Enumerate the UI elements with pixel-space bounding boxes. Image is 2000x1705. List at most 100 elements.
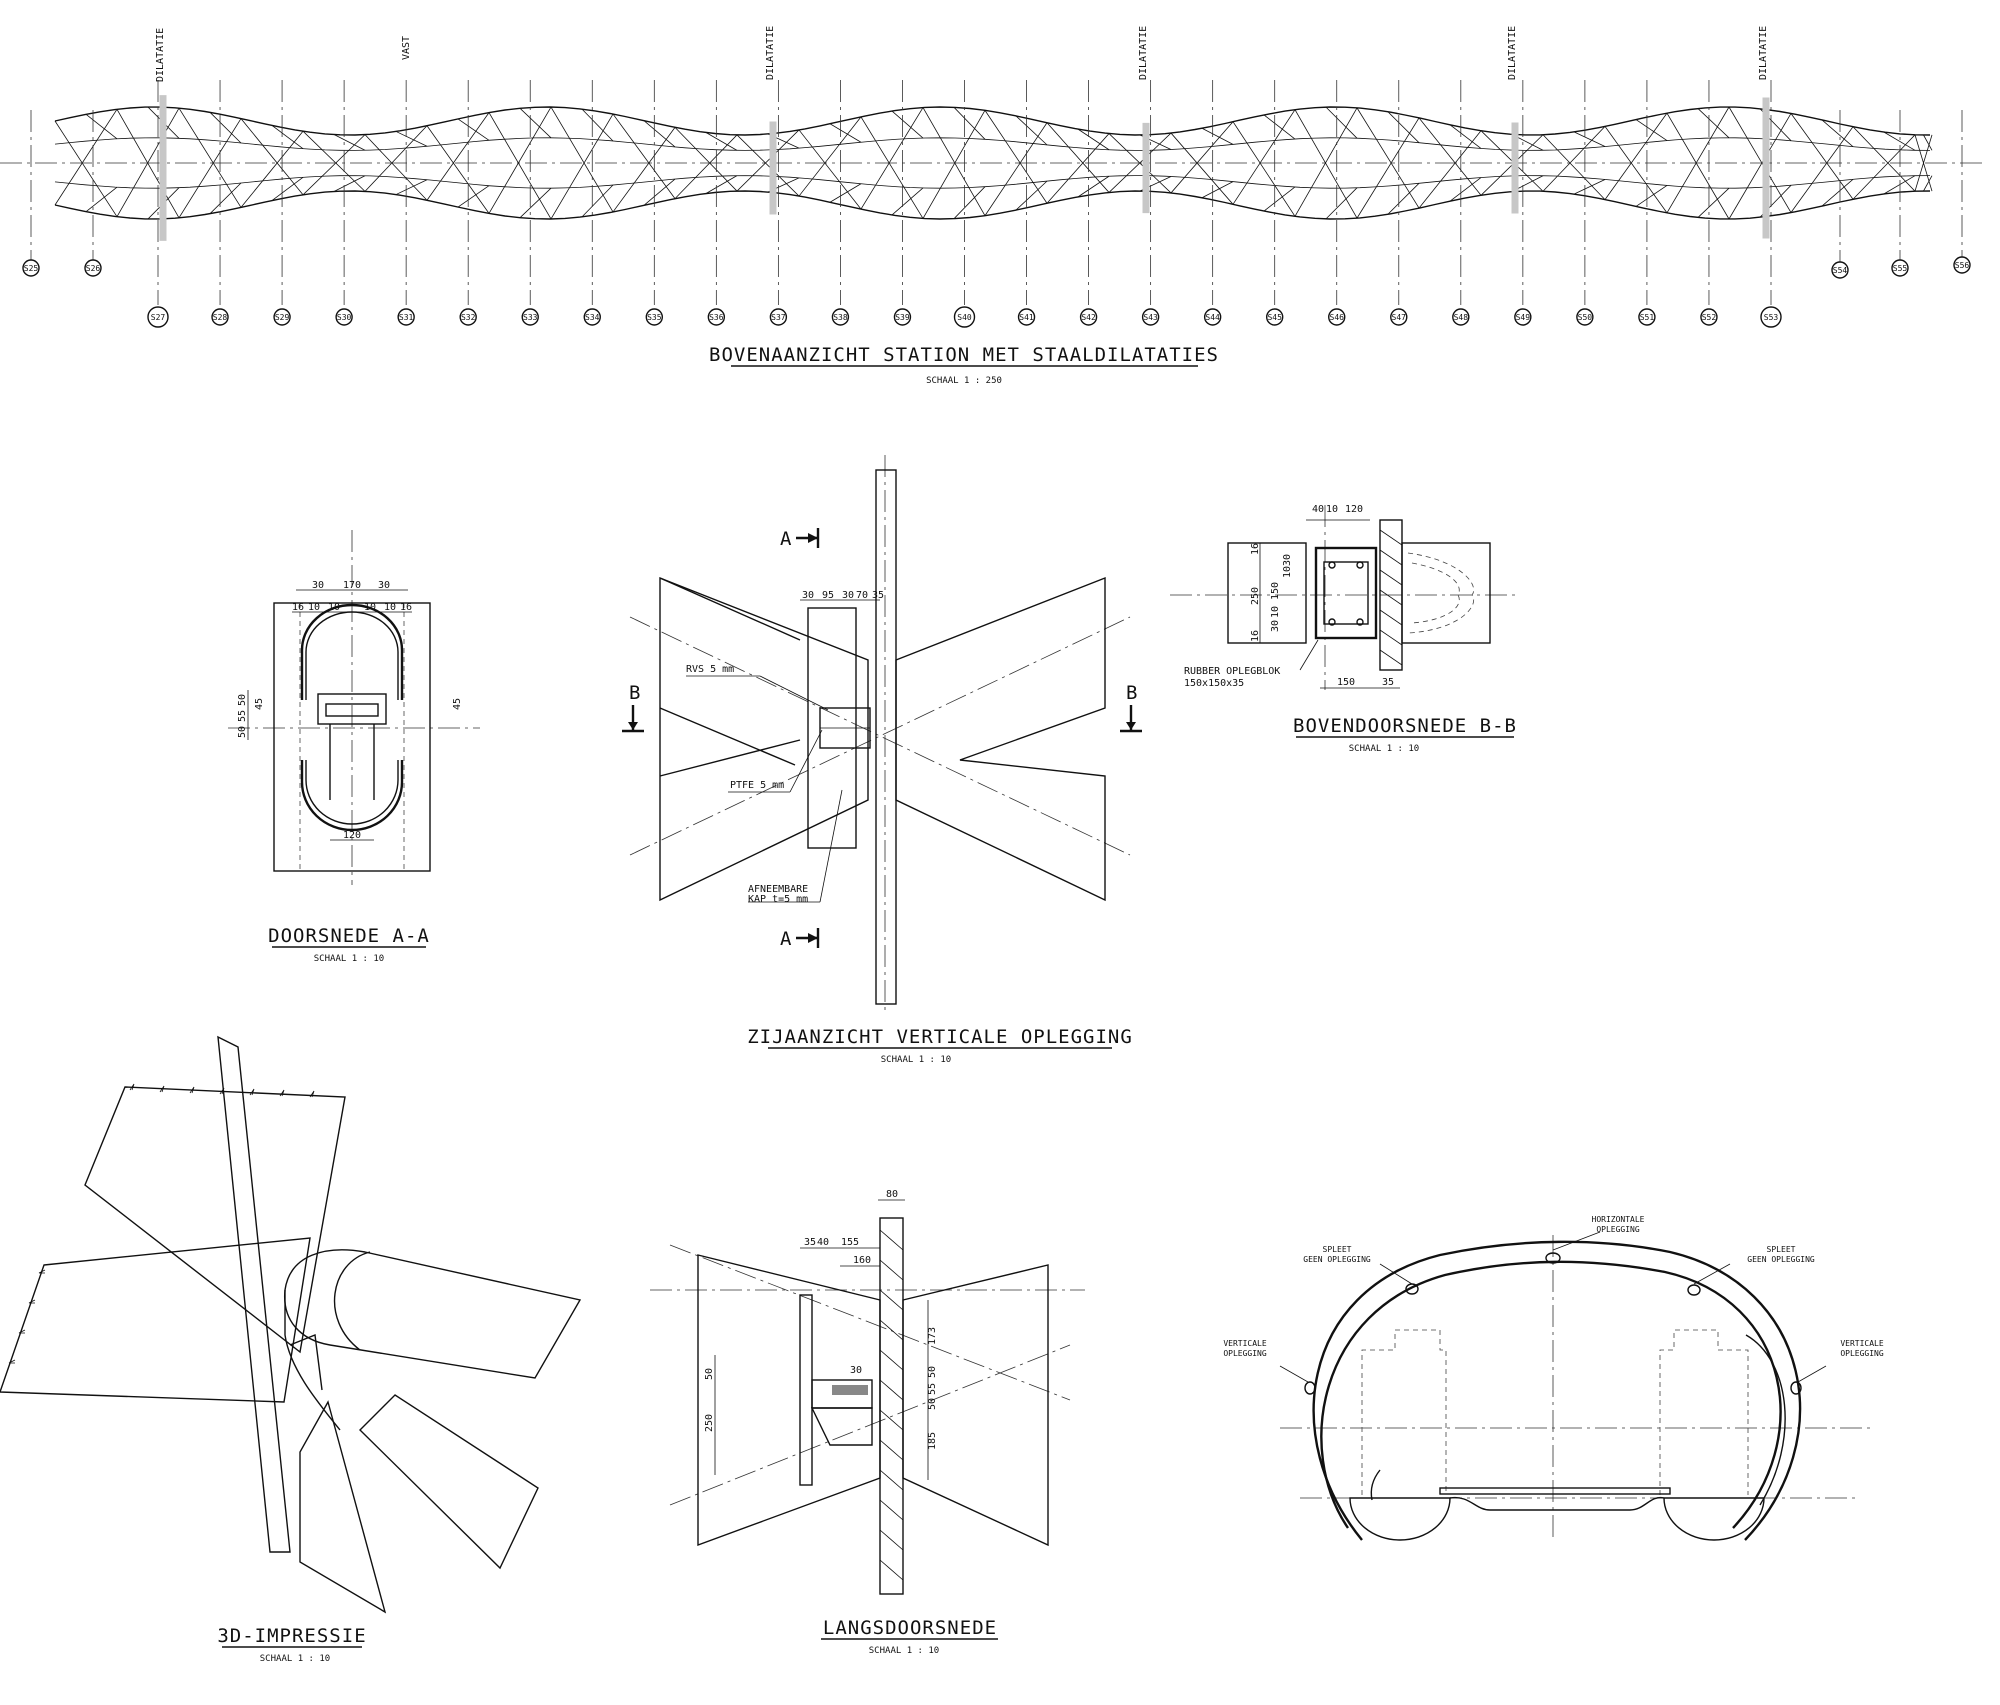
truss-diagonal [1697, 187, 1730, 218]
section-bb: 40 10 120 16 250 150 10 30 16 30 10 150 … [1170, 504, 1520, 754]
grid-bubble [84, 259, 102, 277]
svg-text:35: 35 [1382, 677, 1394, 688]
dilatation-tag: DILATATIE [1507, 26, 1518, 80]
svg-text:16: 16 [1250, 543, 1261, 555]
truss-diagonal [953, 186, 986, 219]
truss-diagonal [1914, 134, 1933, 192]
truss-diagonal [1356, 117, 1420, 219]
truss-diagonal [1170, 132, 1234, 205]
svg-text:250: 250 [704, 1414, 715, 1432]
svg-text:155: 155 [841, 1237, 859, 1248]
truss-diagonal [1201, 127, 1234, 145]
truss-diagonal [519, 187, 552, 218]
svg-text:40: 40 [1312, 504, 1324, 515]
grid-bubble-label: S36 [709, 313, 724, 322]
truss-diagonal [550, 113, 614, 220]
truss-diagonal [178, 118, 242, 219]
truss-diagonal [581, 108, 614, 142]
tunnel-cross-section: HORIZONTALE OPLEGGING SPLEET GEEN OPLEGG… [1223, 1215, 1884, 1541]
plan-scale: SCHAAL 1 : 250 [926, 376, 1002, 386]
label-vertical-left-2: OPLEGGING [1223, 1349, 1267, 1358]
truss-diagonal [1573, 131, 1606, 147]
truss-diagonal [581, 184, 614, 218]
side-view-vertical-column [875, 469, 897, 1005]
svg-text:250: 250 [1250, 587, 1261, 605]
truss-diagonal [953, 107, 986, 140]
truss-diagonal [829, 123, 862, 143]
grid-bubble [521, 308, 539, 326]
truss-diagonal [1015, 180, 1048, 211]
side-view-title: ZIJAANZICHT VERTICALE OPLEGGING [747, 1026, 1133, 1048]
truss-diagonal [1077, 128, 1110, 151]
support-vertical-right [1790, 1381, 1802, 1395]
truss-diagonal [798, 129, 862, 210]
grid-bubble-label: S30 [337, 313, 352, 322]
grid-bubble-label: S25 [24, 264, 39, 273]
label-cap-1: AFNEEMBARE [748, 884, 808, 895]
label-gap-left-1: SPLEET [1323, 1245, 1352, 1254]
label-horizontal-1: HORIZONTALE [1592, 1215, 1645, 1224]
grid-bubble [707, 308, 726, 326]
impression-lower-member [299, 1400, 387, 1614]
truss-diagonal [1923, 175, 1933, 192]
truss-diagonal [519, 108, 552, 139]
cut-marker-a-bottom: A [780, 928, 792, 950]
impression-upper-left-member [84, 1086, 346, 1354]
svg-text:30: 30 [312, 580, 324, 591]
truss-diagonal [922, 110, 986, 219]
truss-diagonal [85, 114, 118, 140]
tunnel-inner-ring [1320, 1260, 1782, 1529]
grid-bubble [1700, 308, 1718, 326]
svg-text:16: 16 [292, 602, 304, 613]
truss-diagonal [395, 179, 428, 195]
svg-text:35: 35 [804, 1237, 816, 1248]
svg-text:150: 150 [1337, 677, 1355, 688]
truss-diagonal [271, 125, 304, 150]
truss-diagonal [271, 176, 304, 201]
truss-edge-bottom [54, 190, 1931, 220]
grid-bubble-label: S50 [1578, 313, 1593, 322]
truss-inner-chord [54, 175, 1931, 189]
tunnel-right-foundation [1663, 1497, 1765, 1541]
impression-title: 3D-IMPRESSIE [217, 1625, 366, 1647]
section-aa-bottom-shell [300, 760, 404, 832]
grid-bubble-label: S31 [399, 313, 414, 322]
truss-diagonal [116, 107, 180, 217]
grid-bubble-label: S26 [86, 264, 101, 273]
svg-text:16: 16 [1250, 630, 1261, 642]
grid-bubble [459, 308, 477, 326]
truss-diagonal [1542, 126, 1606, 192]
side-view-left-member [659, 576, 869, 902]
truss-diagonal [1294, 107, 1358, 217]
long-section-right-member [902, 1264, 1049, 1547]
truss-diagonal [364, 125, 428, 192]
truss-diagonal [1604, 112, 1668, 200]
section-bb-right-tube [1401, 542, 1491, 644]
grid-bubble-label: S47 [1392, 313, 1407, 322]
truss-edge-top [54, 106, 1931, 136]
dilatation-tag: DILATATIE [1758, 26, 1769, 80]
section-bb-scale: SCHAAL 1 : 10 [1349, 744, 1419, 754]
truss-diagonal [240, 130, 304, 208]
truss-diagonal [1697, 108, 1730, 139]
grid-bubble [1265, 308, 1284, 326]
truss-diagonal [1852, 126, 1916, 192]
section-aa-title: DOORSNEDE A-A [268, 925, 430, 947]
section-aa-scale: SCHAAL 1 : 10 [314, 954, 384, 964]
grid-bubble [211, 308, 229, 326]
svg-text:55: 55 [237, 710, 248, 722]
svg-text:120: 120 [1345, 504, 1363, 515]
truss-diagonal [1418, 130, 1482, 209]
grid-bubble [1638, 308, 1656, 326]
svg-text:10: 10 [1326, 504, 1338, 515]
label-rubber-1: RUBBER OPLEGBLOK [1184, 666, 1280, 677]
grid-bubble-label: S37 [771, 313, 786, 322]
truss-diagonal [1883, 131, 1916, 151]
section-bb-left-member [1227, 542, 1307, 644]
svg-text:10: 10 [1270, 606, 1281, 618]
truss-diagonal [860, 107, 924, 210]
grid-bubble [1203, 308, 1222, 326]
truss-diagonal [1325, 106, 1358, 139]
truss-diagonal [674, 134, 738, 199]
